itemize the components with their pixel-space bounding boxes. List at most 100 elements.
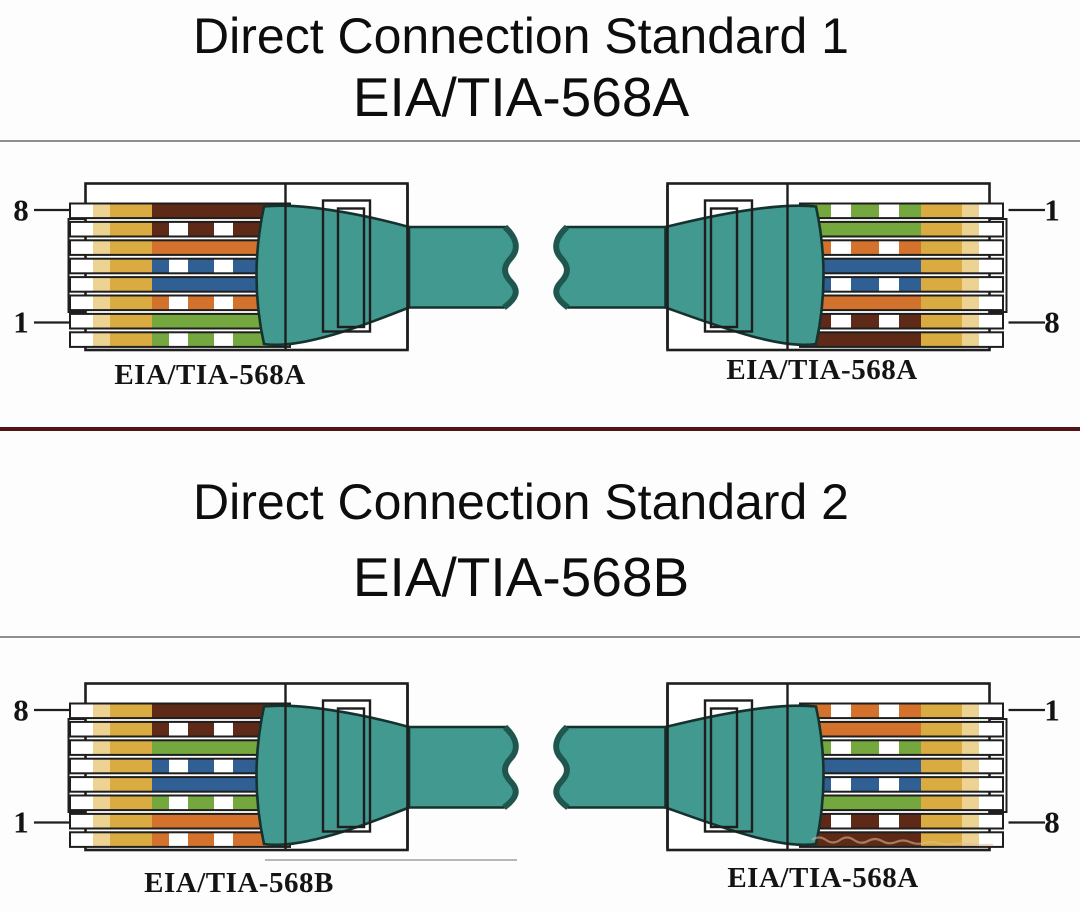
pin-contact-tip: [962, 795, 979, 811]
wire-orange: [800, 295, 921, 311]
connector-caption-panel1-right: EIA/TIA-568A: [726, 354, 918, 386]
faint-underline: [265, 859, 517, 861]
pin-contact-tip: [962, 240, 979, 255]
wire-stripe: [214, 832, 233, 847]
pin-contact: [921, 703, 962, 719]
pin-contact-tip: [962, 740, 979, 755]
connector-caption-panel2-right: EIA/TIA-568A: [727, 862, 919, 894]
wire-stripe: [214, 722, 233, 736]
pin-number-label: 8: [1044, 305, 1060, 340]
pin-number-label: 1: [1044, 693, 1060, 728]
wire-stripe: [831, 277, 851, 292]
wire-stripe: [169, 796, 188, 810]
cable-left-piece: [404, 725, 518, 809]
latch-outer-left: [321, 699, 372, 833]
wire-stripe: [214, 332, 233, 347]
wire-stripe: [831, 240, 851, 255]
connector-caption-panel2-left: EIA/TIA-568B: [144, 867, 334, 899]
wire-brown: [152, 703, 290, 719]
wire-stripe: [169, 759, 188, 773]
pin-contact-tip: [962, 221, 979, 237]
pin-contact: [110, 277, 152, 292]
pin-contact-tip: [93, 203, 110, 219]
latch-inner-left: [336, 707, 366, 829]
pin-contact: [110, 295, 152, 311]
pin-contact: [110, 221, 152, 237]
cable-cap: [502, 224, 519, 310]
pin-contact: [921, 221, 962, 237]
panel2-title: Direct Connection Standard 2: [193, 474, 849, 530]
wire-stripe: [169, 296, 188, 310]
pin-contact-tip: [93, 221, 110, 237]
latch-inner-right: [709, 207, 739, 329]
pin-contact: [110, 813, 152, 829]
wire-stripe: [831, 814, 851, 828]
wire-stripe: [169, 259, 188, 273]
wire-stripe: [831, 777, 851, 792]
wire-blue: [800, 758, 921, 774]
pin-number-label: 1: [13, 805, 29, 840]
pin-contact: [110, 777, 152, 792]
wire-stripe: [879, 314, 899, 328]
latch-inner-left: [336, 207, 366, 329]
wire-stripe: [169, 332, 188, 347]
pin-contact: [921, 313, 962, 329]
pin-contact: [110, 758, 152, 774]
pin-contact-tip: [93, 240, 110, 255]
watermark-squiggle: [811, 836, 993, 847]
pin-contact: [921, 258, 962, 274]
pin-contact-tip: [962, 295, 979, 311]
pin-contact: [921, 740, 962, 755]
wire-stripe: [879, 277, 899, 292]
pin-contact-tip: [93, 295, 110, 311]
pin-number-label: 1: [13, 305, 29, 340]
wire-stripe: [831, 704, 851, 718]
pin-contact-tip: [962, 277, 979, 292]
wire-orange: [800, 721, 921, 737]
pin-contact-tip: [962, 258, 979, 274]
wire-green: [152, 313, 290, 329]
panel2-subtitle: EIA/TIA-568B: [352, 546, 690, 608]
wire-stripe: [879, 240, 899, 255]
pin-contact-tip: [93, 795, 110, 811]
wire-brown: [152, 203, 290, 219]
section-divider: [0, 427, 1080, 431]
pin-contact: [110, 721, 152, 737]
panel1-subtitle: EIA/TIA-568A: [352, 66, 690, 128]
wire-stripe: [831, 740, 851, 755]
pin-contact-tip: [93, 777, 110, 792]
wire-stripe: [214, 259, 233, 273]
wire-stripe: [879, 204, 899, 218]
pin-contact: [110, 795, 152, 811]
wire-stripe: [214, 222, 233, 236]
wire-stripe: [169, 832, 188, 847]
wire-green: [152, 740, 290, 755]
pin-contact-tip: [962, 203, 979, 219]
pin-contact-tip: [962, 721, 979, 737]
wire-green: [800, 795, 921, 811]
pin-contact-tip: [93, 703, 110, 719]
wire-blue: [800, 258, 921, 274]
wire-stripe: [879, 740, 899, 755]
pin-contact: [921, 240, 962, 255]
wire-stripe: [169, 222, 188, 236]
pin-contact: [110, 258, 152, 274]
pin-contact: [921, 795, 962, 811]
wire-stripe: [831, 204, 851, 218]
wire-stripe: [879, 777, 899, 792]
pin-contact: [110, 740, 152, 755]
pin-contact: [921, 203, 962, 219]
latch-inner-right: [709, 707, 739, 829]
wire-green: [800, 221, 921, 237]
wire-stripe: [169, 722, 188, 736]
panel1-title: Direct Connection Standard 1: [193, 8, 849, 64]
wire-stripe: [214, 796, 233, 810]
pin-contact-tip: [93, 813, 110, 829]
wire-stripe: [831, 314, 851, 328]
pin-contact: [110, 332, 152, 347]
pin-contact: [921, 295, 962, 311]
cable-right-piece: [554, 225, 671, 309]
wire-orange: [152, 813, 290, 829]
